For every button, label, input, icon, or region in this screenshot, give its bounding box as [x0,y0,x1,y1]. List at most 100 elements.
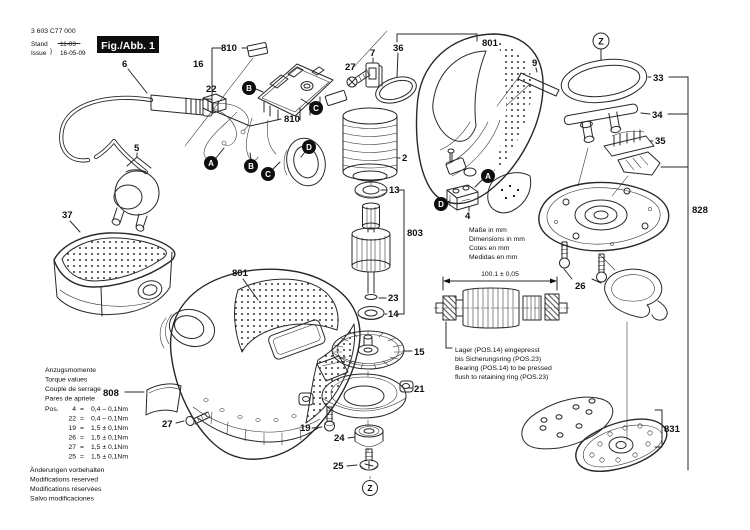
part-main-housing-801: 801 [159,268,361,460]
svg-text:1,5 ± 0,1Nm: 1,5 ± 0,1Nm [91,435,128,442]
part-sanding-pad-831: 831 [575,409,681,472]
footer-de: Änderungen vorbehalten [30,466,105,474]
torque-row: 26 = 1,5 ± 0,1Nm [68,435,128,442]
bearing-14 [357,306,385,320]
callout-25: 25 [333,461,344,472]
svg-text:26: 26 [68,435,76,442]
footer-notes: Änderungen vorbehalten Modifications res… [30,466,105,503]
detail-marker-A2: A [474,169,495,188]
brace: } [50,48,53,55]
svg-text:27: 27 [68,444,76,451]
footer-en: Modifications reserved [30,477,98,484]
figure-badge-box [97,36,159,53]
part-screw-19: 19 [300,406,335,434]
callout-33: 33 [653,73,664,84]
callout-26: 26 [575,281,586,292]
part-screw-25: 25 [333,448,379,472]
bearing-note: Lager (POS.14) eingepresst bis Sicherung… [455,347,552,381]
part-screw-27-left: 27 [162,411,211,430]
svg-text:=: = [80,406,84,413]
torque-row: 27 = 1,5 ± 0,1Nm [68,444,128,451]
callout-14: 14 [388,309,399,320]
detail-marker-C2: C [261,161,281,181]
wedge-part [617,151,661,176]
figure-badge-label: Fig./Abb. 1 [101,40,155,52]
stand-label: Stand [31,41,48,48]
issue-label: Issue [31,50,47,57]
svg-text:=: = [80,454,84,461]
callout-21: 21 [414,384,425,395]
torque-title-es: Pares de apriete [45,396,95,403]
callout-27-top: 27 [345,62,356,73]
bearing-note-1: Lager (POS.14) eingepresst [455,347,540,354]
part-bearing-24: 24 [334,424,384,447]
header: 3 603 C77 000 Stand Issue } 11-03 16-05-… [31,28,159,57]
callout-16: 16 [193,59,204,70]
svg-text:1,5 ± 0,1Nm: 1,5 ± 0,1Nm [91,444,128,451]
svg-text:C: C [313,104,319,113]
torque-table: Anzugsmomente Torque values Couple de se… [45,367,128,461]
part-plate-808: 808 [103,383,182,416]
bracket-803 [397,189,405,315]
type-number: 3 603 C77 000 [31,28,76,35]
footer-es: Salvo modificaciones [30,496,94,503]
plug-body [114,170,160,216]
dim-line-2: Dimensions in mm [469,236,525,243]
callout-7: 7 [370,48,375,59]
dim-line-4: Medidas en mm [469,254,518,261]
svg-text:B: B [246,84,252,93]
svg-text:25: 25 [68,454,76,461]
part-electronics-module: 810 16 810 B C [193,42,348,127]
callout-23: 23 [388,293,399,304]
detail-marker-D1: D [300,140,316,158]
part-wiring-harness: A B C D [203,111,326,187]
part-block-35: 35 [603,129,689,176]
svg-text:4: 4 [72,406,76,413]
part-brush-7: 7 [365,48,383,88]
svg-text:=: = [80,416,84,423]
callout-22: 22 [206,84,217,95]
part-dustbox-37: 37 [53,210,176,317]
callout-24: 24 [334,433,345,444]
svg-text:Z: Z [367,483,372,493]
svg-text:=: = [80,444,84,451]
part-backing-plate [538,147,670,271]
torque-pos-prefix: Pos. [45,406,59,413]
callout-6: 6 [122,59,127,70]
part-sanding-sheet [521,321,628,450]
svg-text:A: A [485,172,491,181]
callout-9: 9 [532,58,537,69]
callout-19: 19 [300,423,311,434]
bearing-note-4: flush to retaining ring (POS.23) [455,374,548,381]
detail-marker-A1: A [204,147,225,170]
bracket-831 [654,409,663,448]
callout-828: 828 [692,205,708,216]
part-gasket [604,268,668,321]
part-power-cord: 6 5 [59,59,249,232]
torque-title-fr: Couple de serrage [45,386,101,393]
svg-text:0,4 – 0,1Nm: 0,4 – 0,1Nm [91,406,128,413]
part-bar-34: 34 [563,103,689,143]
part-field-2: 2 [342,107,407,182]
torque-row: 19 = 1,5 ± 0,1Nm [68,425,128,432]
strain-relief [150,94,204,116]
part-screw-27-top: 27 [345,62,371,88]
bearing-note-3: Bearing (POS.14) to be pressed [455,365,552,372]
dim-line-1: Maße in mm [469,227,507,234]
part-screws-26: 26 [559,241,607,292]
svg-text:=: = [80,425,84,432]
detail-marker-B1: B [242,81,264,95]
svg-text:=: = [80,435,84,442]
assembly-bracket-828: 828 [687,76,708,471]
svg-text:22: 22 [68,416,76,423]
bearing-note-2: bis Sicherungsring (POS.23) [455,356,541,363]
callout-5: 5 [134,143,140,154]
detail-marker-B2: B [244,152,258,173]
retaining-ring-23 [364,294,378,300]
callout-831: 831 [664,424,681,435]
armature-dimension-drawing: 100.1 ± 0,05 [433,271,571,349]
callout-810-bottom: 810 [284,114,300,125]
footer-fr: Modifications réservées [30,486,102,493]
